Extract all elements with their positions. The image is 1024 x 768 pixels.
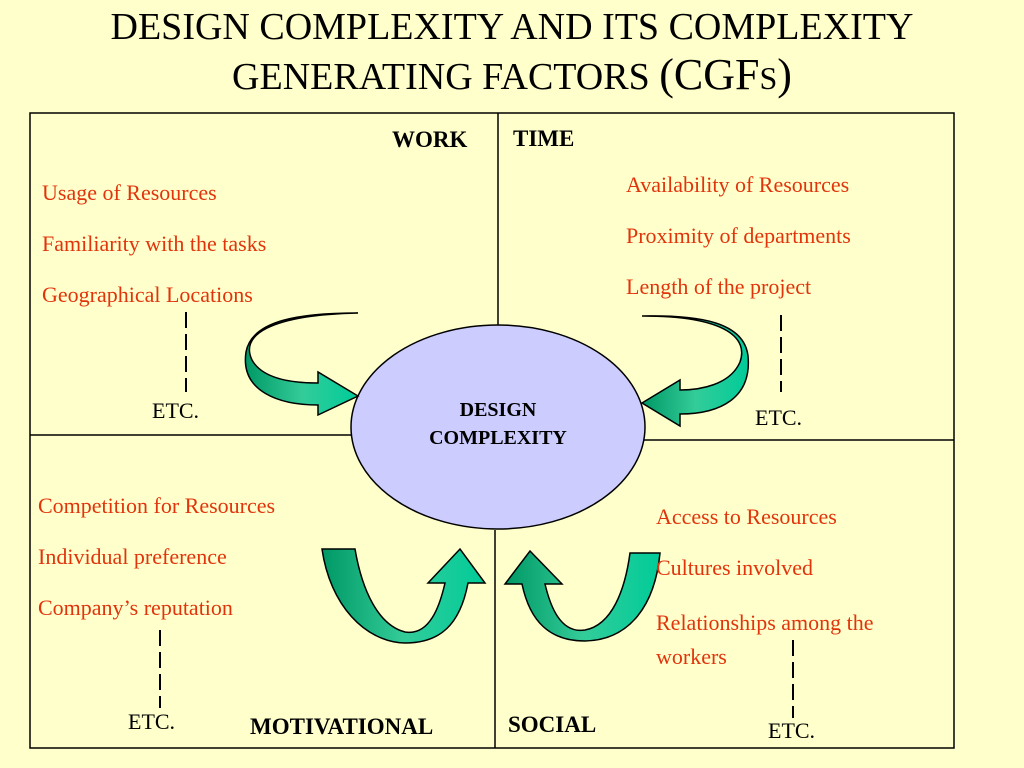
motivational-factor-item: Company’s reputation xyxy=(38,595,233,620)
work-arrow-icon xyxy=(244,312,360,417)
center-ellipse xyxy=(350,324,646,530)
grid-frame xyxy=(29,112,955,749)
social-quadrant-label: SOCIAL xyxy=(508,712,597,737)
acronym-close: ) xyxy=(777,50,792,99)
social-factor-list: Access to Resources Cultures involved Re… xyxy=(656,504,946,699)
social-factor-item: Cultures involved xyxy=(656,555,814,580)
time-arrow-icon xyxy=(640,315,749,428)
work-factor-item: Usage of Resources xyxy=(42,180,217,205)
page-title: DESIGN COMPLEXITY AND ITS COMPLEXITY GEN… xyxy=(0,4,1024,102)
work-factor-item: Geographical Locations xyxy=(42,282,253,307)
time-factor-list: Availability of Resources Proximity of d… xyxy=(626,172,851,325)
time-factor-item: Length of the project xyxy=(626,274,812,299)
work-quadrant-label: WORK xyxy=(392,127,468,152)
motivational-quadrant-label: MOTIVATIONAL xyxy=(250,714,434,739)
center-label-line-1: DESIGN xyxy=(459,399,537,421)
title-line-2-text: GENERATING FACTORS xyxy=(232,56,650,98)
social-factor-item: Relationships among the workers xyxy=(656,610,874,669)
time-factor-item: Availability of Resources xyxy=(626,172,850,197)
title-acronym: (CGFS) xyxy=(659,50,792,99)
motivational-arrow-icon xyxy=(321,547,487,644)
time-etc-label: ETC. xyxy=(755,405,803,430)
work-etc-label: ETC. xyxy=(152,398,200,423)
title-line-1: DESIGN COMPLEXITY AND ITS COMPLEXITY xyxy=(110,6,914,48)
acronym-suffix: S xyxy=(759,60,778,96)
motivational-factor-item: Individual preference xyxy=(38,544,227,569)
time-factor-item: Proximity of departments xyxy=(626,223,851,248)
social-arrow-icon xyxy=(503,549,661,642)
center-label: DESIGN COMPLEXITY xyxy=(352,396,644,452)
time-quadrant-label: TIME xyxy=(513,126,575,151)
title-line-2: GENERATING FACTORS (CGFS) xyxy=(0,51,1024,102)
acronym-text: (CGF xyxy=(659,50,760,99)
work-factor-item: Familiarity with the tasks xyxy=(42,231,267,256)
social-etc-label: ETC. xyxy=(768,718,816,743)
motivational-factor-item: Competition for Resources xyxy=(38,493,276,518)
work-factor-list: Usage of Resources Familiarity with the … xyxy=(42,180,266,333)
motivational-etc-label: ETC. xyxy=(128,709,176,734)
social-factor-item: Access to Resources xyxy=(656,504,837,529)
center-label-line-2: COMPLEXITY xyxy=(429,427,567,449)
motivational-factor-list: Competition for Resources Individual pre… xyxy=(38,493,275,646)
